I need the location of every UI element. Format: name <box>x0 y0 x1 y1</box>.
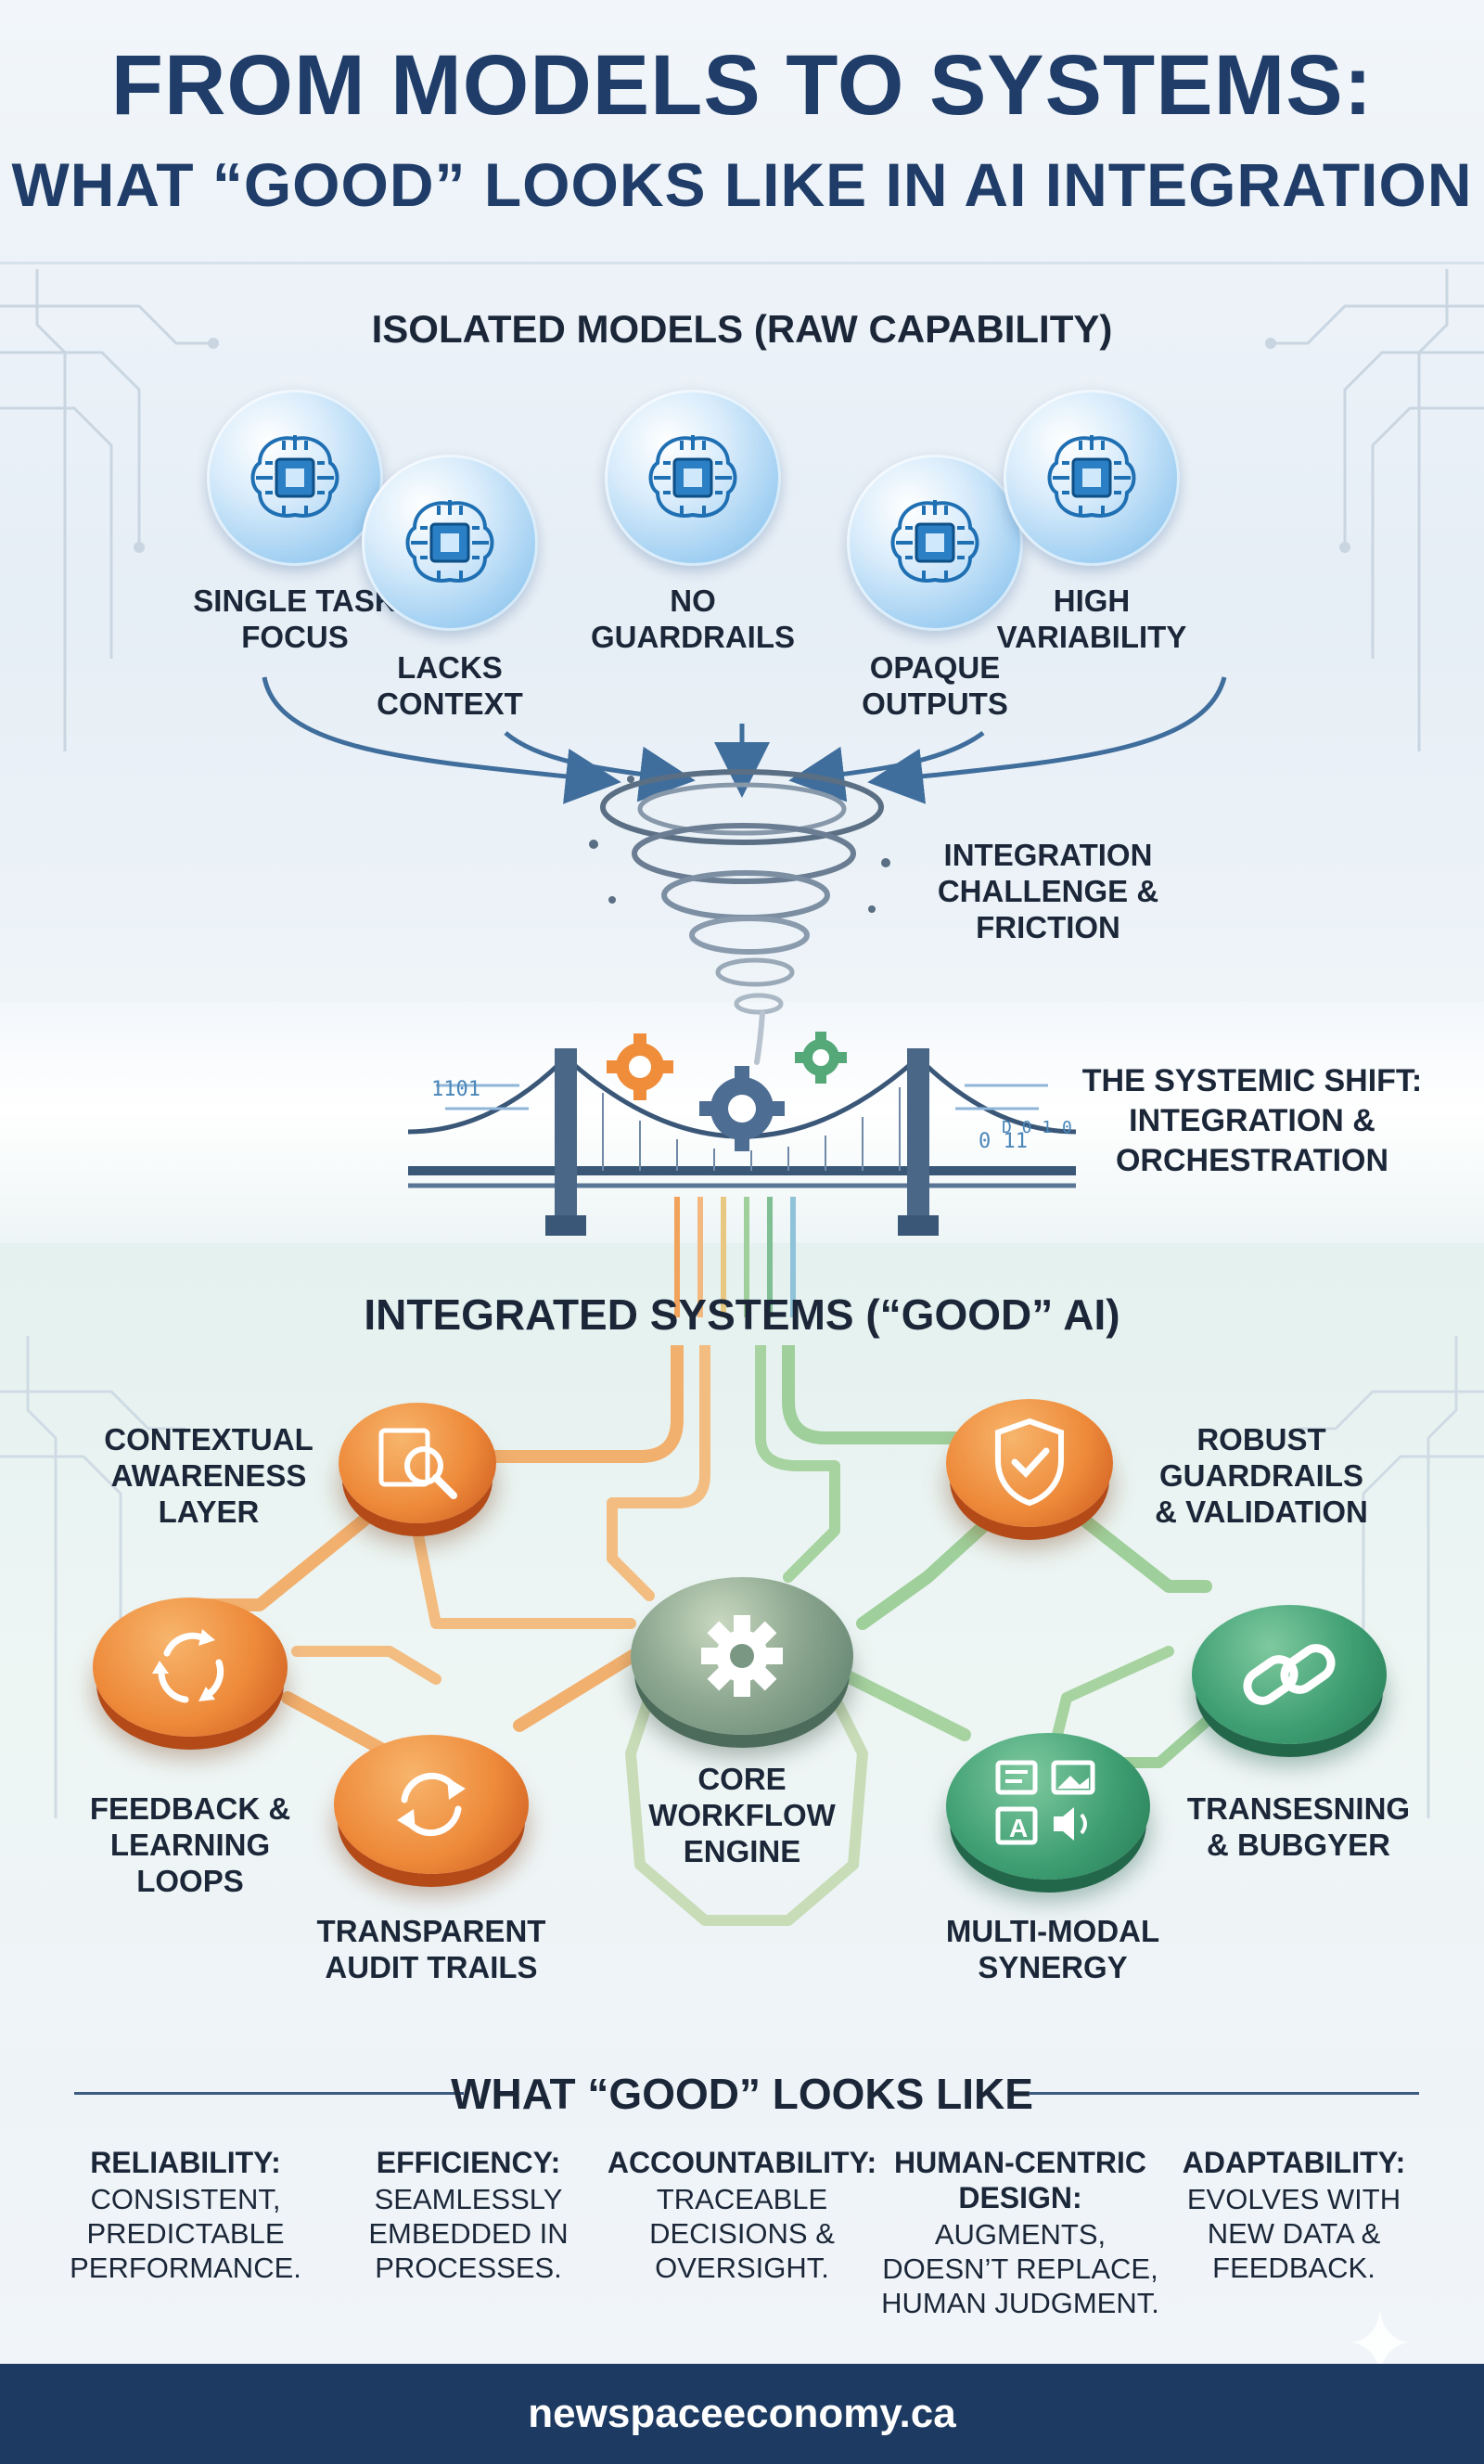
page-subtitle: WHAT “GOOD” LOOKS LIKE IN AI INTEGRATION <box>11 150 1473 219</box>
gear-icon <box>701 1615 783 1697</box>
media-modes-icon: A <box>995 1760 1095 1845</box>
data-stream-lines <box>674 1197 796 1317</box>
bridge-icon <box>408 1032 1076 1236</box>
page-title: FROM MODELS TO SYSTEMS: <box>110 38 1374 133</box>
good-col-title: RELIABILITY: <box>90 2146 281 2179</box>
title-divider <box>0 262 1484 264</box>
network-connectors <box>179 1345 1239 1926</box>
feedback-learning-label: FEEDBACK &LEARNING LOOPS <box>89 1791 291 1898</box>
model-bubble <box>605 390 781 566</box>
sparkle-icon <box>1352 2310 1408 2375</box>
multi-modal-node: A <box>946 1733 1150 1880</box>
brain-chip-icon <box>405 500 494 583</box>
brain-chip-icon <box>890 500 979 583</box>
footer-url[interactable]: newspaceeconomy.ca <box>528 2391 956 2436</box>
transesning-node <box>1192 1605 1387 1744</box>
contextual-awareness-node <box>339 1403 496 1523</box>
model-bubble <box>847 455 1023 631</box>
good-col-desc: AUGMENTS,DOESN’T REPLACE,HUMAN JUDGMENT. <box>881 2218 1159 2319</box>
good-header-rule-right <box>1030 2092 1419 2095</box>
svg-text:A: A <box>1009 1814 1028 1842</box>
guardrails-node <box>946 1399 1113 1527</box>
refresh-icon <box>397 1772 466 1837</box>
good-col-title: ADAPTABILITY: <box>1182 2146 1406 2179</box>
brain-chip-icon <box>648 435 737 518</box>
footer-bar <box>0 2364 1484 2464</box>
brain-chip-icon <box>1047 435 1136 518</box>
circuit-decoration <box>0 269 1484 751</box>
binary-text-left: 1101 <box>431 1078 480 1101</box>
model-bubble <box>207 390 383 566</box>
good-header-rule-left <box>74 2092 464 2095</box>
funnel-arrows <box>262 676 1227 804</box>
cycle-arrows-icon <box>152 1629 224 1703</box>
binary-text-right-top: 0 11 <box>979 1130 1028 1153</box>
magnifier-icon <box>378 1428 457 1499</box>
tornado-icon <box>589 769 890 1065</box>
chain-link-icon <box>1243 1644 1336 1705</box>
feedback-learning-node <box>93 1598 288 1737</box>
core-workflow-node <box>631 1577 853 1735</box>
circuit-decoration-lower <box>0 1336 1484 1818</box>
model-bubble <box>1004 390 1180 566</box>
integrated-systems-header: INTEGRATED SYSTEMS (“GOOD” AI) <box>364 1290 1120 1339</box>
systemic-shift-label: THE SYSTEMIC SHIFT:INTEGRATION &ORCHESTR… <box>1081 1063 1423 1178</box>
good-header: WHAT “GOOD” LOOKS LIKE <box>451 2070 1033 2118</box>
shield-check-icon <box>995 1418 1064 1507</box>
isolated-models-header: ISOLATED MODELS (RAW CAPABILITY) <box>371 307 1113 351</box>
brain-chip-icon <box>250 435 339 518</box>
model-bubble <box>362 455 538 631</box>
good-col-title: EFFICIENCY: <box>376 2146 561 2179</box>
audit-trails-node <box>334 1735 529 1874</box>
binary-text-right-bottom: D 0 1 0 <box>1002 1118 1072 1137</box>
good-col-title: ACCOUNTABILITY: <box>607 2146 877 2179</box>
transesning-label: TRANSESNING& BUBGYER <box>1186 1791 1411 1862</box>
bottom-section-background <box>0 1243 1484 2366</box>
